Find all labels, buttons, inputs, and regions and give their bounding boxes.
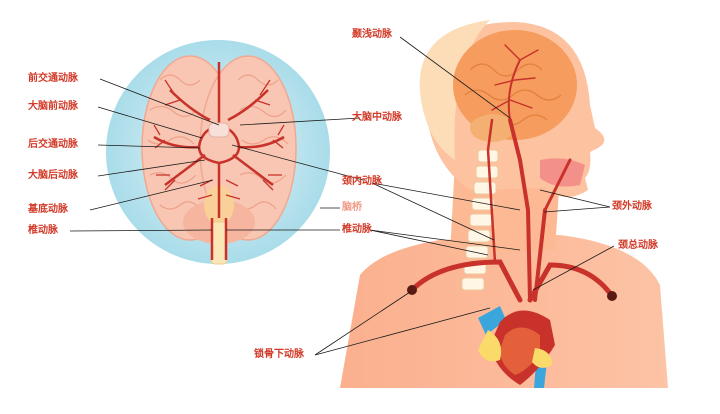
label-posterior-cerebral-artery: 大脑后动脉 xyxy=(28,170,78,181)
label-anterior-cerebral-artery: 大脑前动脉 xyxy=(28,101,78,112)
neck-arteries xyxy=(409,44,615,303)
label-superficial-temporal-artery: 颞浅动脉 xyxy=(352,29,392,40)
leader-lines xyxy=(69,36,615,356)
heart xyxy=(478,306,555,388)
label-external-carotid-artery: 颈外动脉 xyxy=(612,201,652,212)
label-posterior-communicating-artery: 后交通动脉 xyxy=(28,139,78,150)
optic-chiasm xyxy=(208,122,230,138)
cervical-spine xyxy=(461,149,499,291)
label-middle-cerebral-artery: 大脑中动脉 xyxy=(352,112,402,123)
label-anterior-communicating-artery: 前交通动脉 xyxy=(28,73,78,84)
right-subclavian-opening xyxy=(607,291,617,301)
label-pons: 脑桥 xyxy=(342,202,362,213)
cerebral-branches xyxy=(153,79,285,200)
label-basilar-artery: 基底动脉 xyxy=(28,204,68,215)
label-subclavian-artery: 锁骨下动脉 xyxy=(254,349,304,360)
brain-inferior-view xyxy=(106,40,330,265)
label-vertebral-artery-right: 椎动脉 xyxy=(342,224,372,235)
brain-side-view xyxy=(453,30,577,140)
label-common-carotid-artery: 颈总动脉 xyxy=(618,240,658,251)
spinal-cord xyxy=(210,221,228,265)
label-internal-carotid-artery: 颈内动脉 xyxy=(342,176,382,187)
head-neck-view xyxy=(340,20,668,388)
left-subclavian-opening xyxy=(407,285,417,295)
label-vertebral-artery-left: 椎动脉 xyxy=(28,225,58,236)
